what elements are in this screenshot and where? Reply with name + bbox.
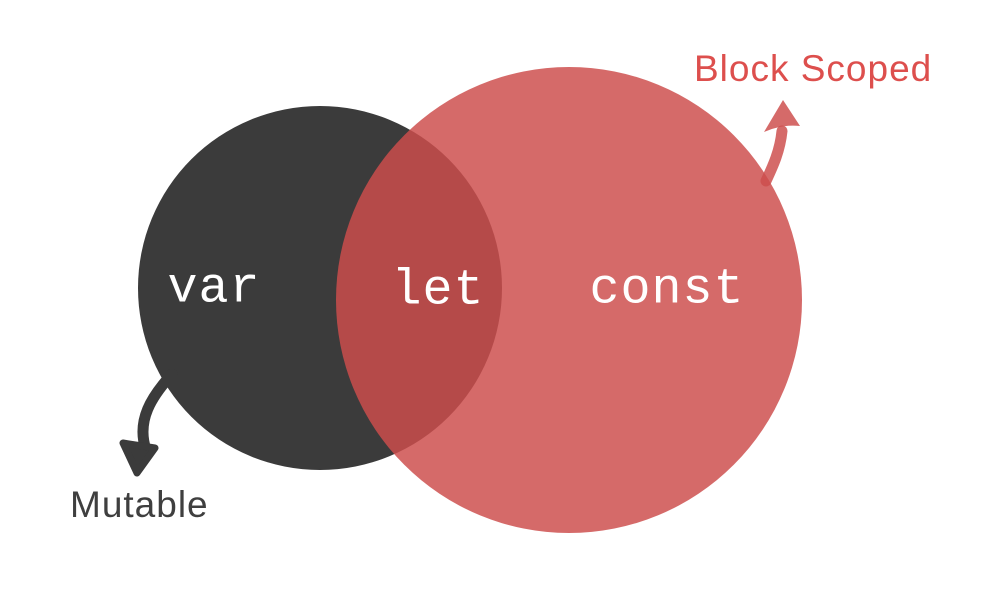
mutable-arrow-icon — [119, 368, 178, 477]
var-set-label: var — [167, 260, 261, 318]
mutable-annotation: Mutable — [70, 484, 209, 525]
const-circle — [336, 67, 802, 533]
const-set-label: const — [589, 261, 745, 319]
block-scoped-annotation: Block Scoped — [694, 48, 933, 89]
block-scoped-arrow-icon — [760, 100, 800, 187]
let-intersection-label: let — [391, 262, 485, 320]
